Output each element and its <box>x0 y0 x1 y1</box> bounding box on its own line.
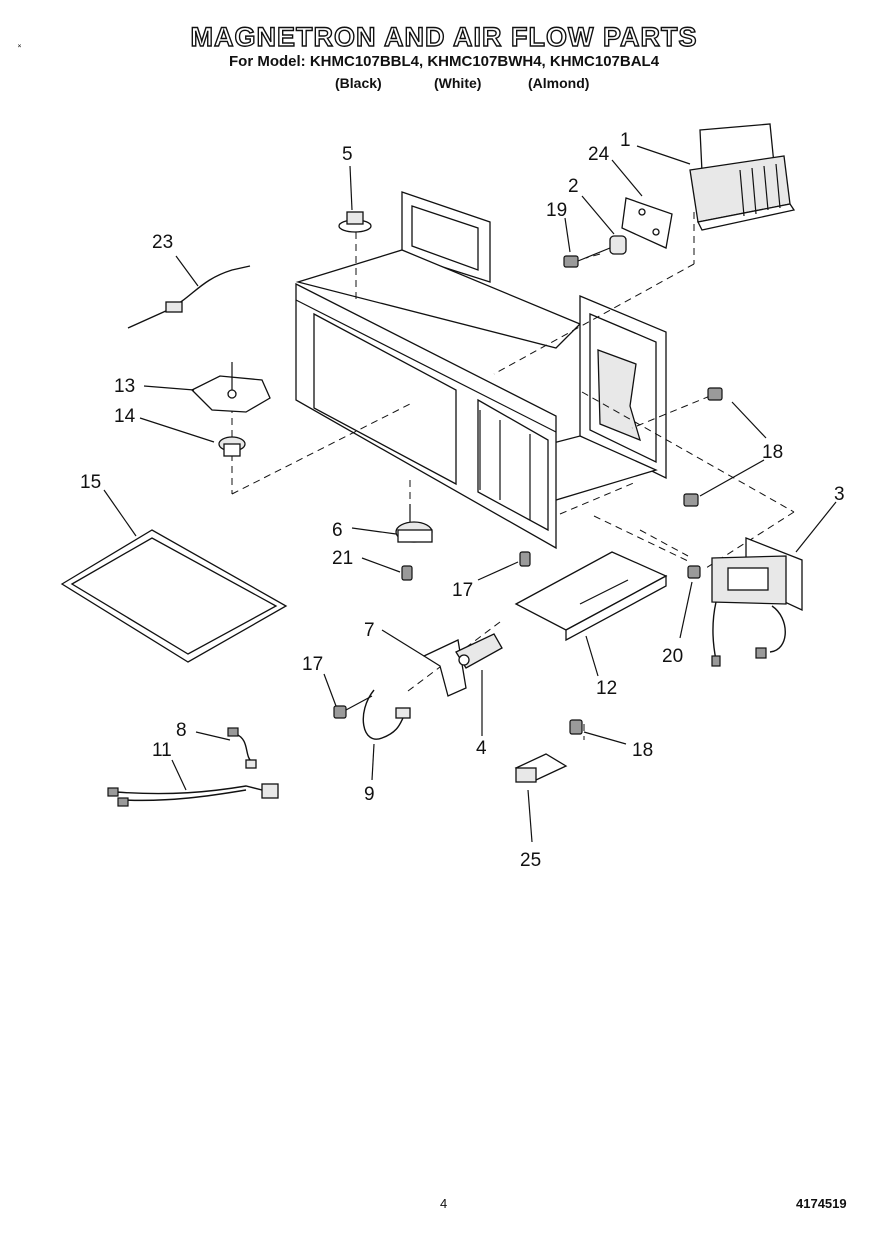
hv-transformer <box>711 537 803 667</box>
screw-18-lower <box>569 719 583 735</box>
callout-18-upper: 18 <box>762 442 783 463</box>
callout-11: 11 <box>152 740 172 761</box>
callout-23: 23 <box>152 232 173 253</box>
callout-6: 6 <box>332 520 343 541</box>
model-list: For Model: KHMC107BBL4, KHMC107BWH4, KHM… <box>229 53 660 70</box>
callout-2: 2 <box>568 176 579 197</box>
hv-diode <box>362 689 411 740</box>
callout-21: 21 <box>332 548 353 569</box>
screw-17-lower <box>333 695 373 719</box>
callout-labels: 1 24 2 19 5 23 13 14 15 6 21 17 7 17 4 9… <box>80 130 845 871</box>
callout-19: 19 <box>546 200 567 221</box>
callout-7: 7 <box>364 620 375 641</box>
document-number: 4174519 <box>796 1196 847 1211</box>
callout-1: 1 <box>620 130 631 151</box>
magnetron-bracket <box>621 197 673 249</box>
callout-15: 15 <box>80 472 101 493</box>
callout-8: 8 <box>176 720 187 741</box>
wire-lead <box>227 727 257 769</box>
screw-19 <box>563 247 611 268</box>
capacitor-bracket <box>422 639 467 697</box>
callout-18-lower: 18 <box>632 740 653 761</box>
glass-tray <box>60 529 288 663</box>
fan-motor <box>395 504 433 543</box>
color-black-label: (Black) <box>335 75 382 91</box>
thermal-switch <box>338 211 372 233</box>
callout-13: 13 <box>114 376 135 397</box>
screw-21 <box>401 565 413 581</box>
callout-3: 3 <box>834 484 845 505</box>
screw-18-upper <box>707 387 723 401</box>
callout-4: 4 <box>476 738 487 759</box>
corner-mark: ˟ <box>18 43 21 53</box>
interlock-switch <box>514 753 568 783</box>
wire-harness <box>107 783 279 807</box>
callout-20: 20 <box>662 646 683 667</box>
leader-lines <box>103 145 837 843</box>
thermistor <box>127 265 251 329</box>
callout-17-lower: 17 <box>302 654 323 675</box>
magnetron <box>689 123 796 231</box>
stirrer-hub <box>218 436 246 457</box>
callout-17-upper: 17 <box>452 580 473 601</box>
thermal-cutout <box>609 235 627 255</box>
screw-18-middle <box>683 493 699 507</box>
callout-12: 12 <box>596 678 617 699</box>
stirrer-blade <box>190 362 271 413</box>
callout-9: 9 <box>364 784 375 805</box>
color-almond-label: (Almond) <box>528 75 590 91</box>
oven-cavity <box>295 191 667 550</box>
screw-20 <box>687 565 701 579</box>
callout-14: 14 <box>114 406 136 427</box>
page-number: 4 <box>440 1196 448 1211</box>
callout-24: 24 <box>588 144 610 165</box>
page-title: MAGNETRON AND AIR FLOW PARTS <box>190 21 698 52</box>
callout-5: 5 <box>342 144 353 165</box>
air-guide-plate <box>514 551 668 642</box>
color-white-label: (White) <box>434 75 482 91</box>
screw-17-upper <box>519 551 531 567</box>
callout-25: 25 <box>520 850 541 871</box>
hv-capacitor <box>455 633 503 669</box>
